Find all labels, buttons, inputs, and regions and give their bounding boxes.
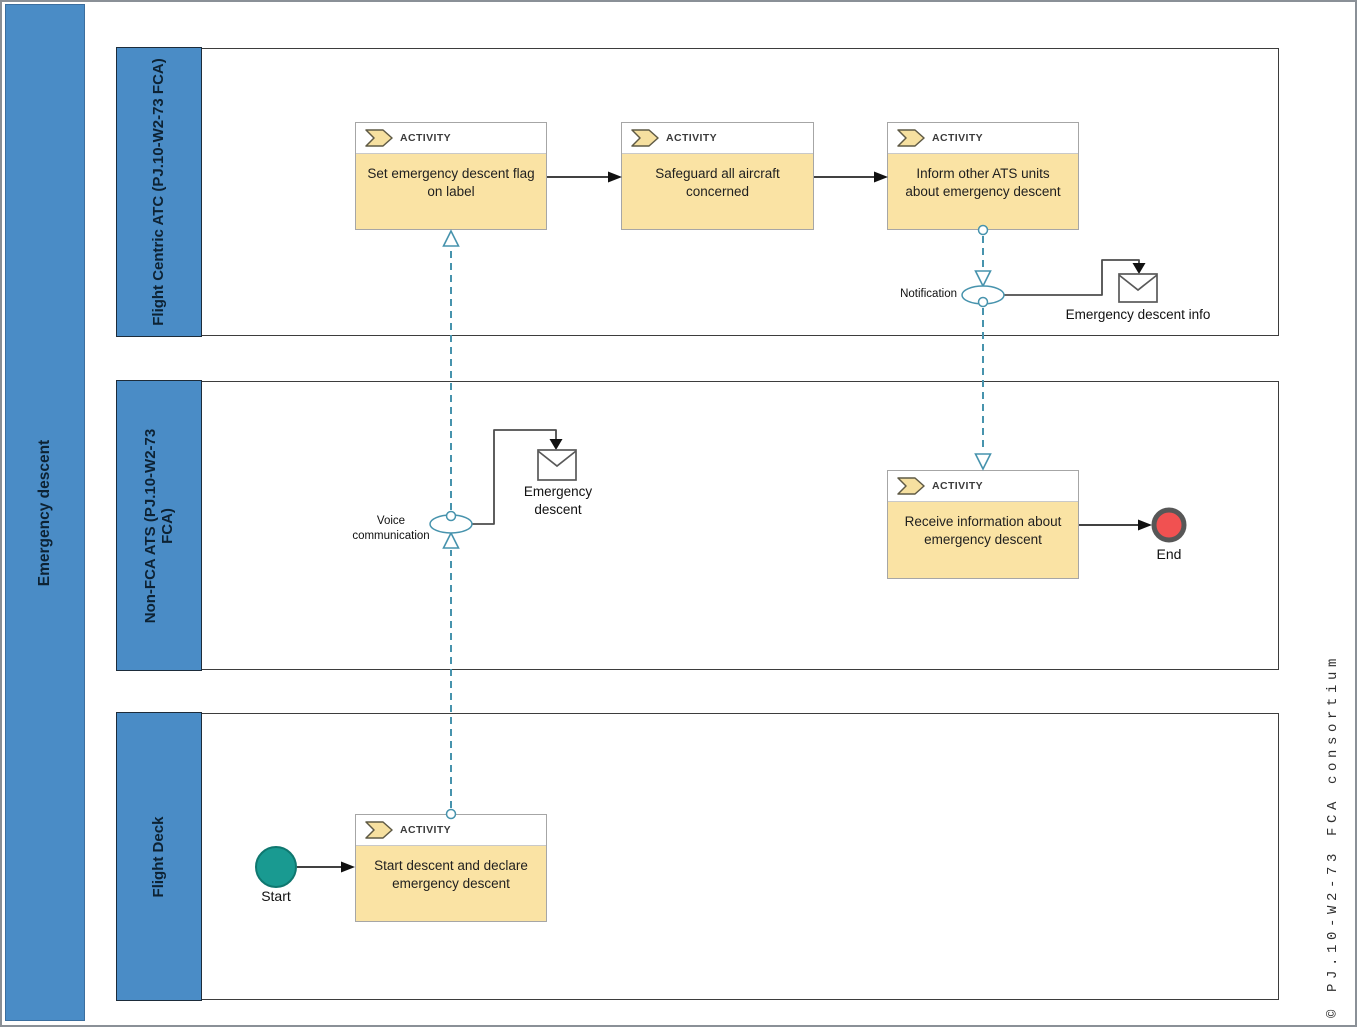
end-event-label: End: [1156, 546, 1182, 562]
activity-header-label: ACTIVITY: [400, 824, 452, 836]
lane-label-non-fca-ats: Non-FCA ATS (PJ.10-W2-73 FCA): [116, 380, 203, 671]
activity-chevron-icon: [365, 129, 393, 147]
activity-name: Inform other ATS units about emergency d…: [888, 154, 1078, 229]
activity-inform-other-ats: ACTIVITY Inform other ATS units about em…: [887, 122, 1079, 230]
message-label-emergency-descent: Emergency descent: [523, 484, 593, 518]
activity-name: Safeguard all aircraft concerned: [622, 154, 813, 229]
activity-header-label: ACTIVITY: [400, 132, 452, 144]
lane-flight-deck: Flight Deck: [116, 712, 1279, 1001]
lane-flight-centric-atc: Flight Centric ATC (PJ.10-W2-73 FCA): [116, 47, 1279, 337]
flow-label-voice-communication: Voice communication: [352, 515, 430, 542]
process-title: Emergency descent: [36, 439, 53, 586]
lane-label-flight-centric-atc: Flight Centric ATC (PJ.10-W2-73 FCA): [116, 47, 203, 337]
lane-label-text: Flight Centric ATC (PJ.10-W2-73 FCA): [150, 58, 168, 326]
activity-name: Receive information about emergency desc…: [888, 502, 1078, 578]
activity-name: Start descent and declare emergency desc…: [356, 846, 546, 921]
lane-label-flight-deck: Flight Deck: [116, 712, 203, 1001]
activity-safeguard-aircraft: ACTIVITY Safeguard all aircraft concerne…: [621, 122, 814, 230]
lane-label-text: Flight Deck: [150, 816, 168, 897]
activity-chevron-icon: [897, 477, 925, 495]
activity-receive-information: ACTIVITY Receive information about emerg…: [887, 470, 1079, 579]
activity-chevron-icon: [897, 129, 925, 147]
activity-chevron-icon: [365, 821, 393, 839]
activity-header-label: ACTIVITY: [932, 132, 984, 144]
activity-name: Set emergency descent flag on label: [356, 154, 546, 229]
lane-non-fca-ats: Non-FCA ATS (PJ.10-W2-73 FCA): [116, 380, 1279, 671]
activity-header-label: ACTIVITY: [666, 132, 718, 144]
activity-start-descent: ACTIVITY Start descent and declare emerg…: [355, 814, 547, 922]
activity-chevron-icon: [631, 129, 659, 147]
start-event-label: Start: [261, 888, 291, 904]
process-title-bar: Emergency descent: [5, 4, 85, 1021]
copyright-text: © PJ.10-W2-73 FCA consortium: [1325, 653, 1341, 1018]
lane-label-text: Non-FCA ATS (PJ.10-W2-73 FCA): [142, 428, 177, 623]
activity-header-label: ACTIVITY: [932, 480, 984, 492]
message-label-emergency-descent-info: Emergency descent info: [1065, 307, 1211, 322]
flow-label-notification: Notification: [900, 288, 957, 300]
activity-set-emergency-descent-flag: ACTIVITY Set emergency descent flag on l…: [355, 122, 547, 230]
